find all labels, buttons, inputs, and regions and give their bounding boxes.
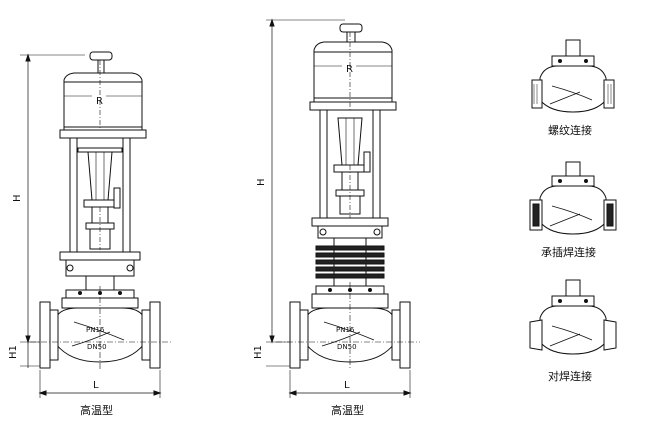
left-dim-h1: H1 <box>8 341 45 367</box>
middle-height-label: H <box>256 178 267 186</box>
butt-weld-connection-caption: 对焊连接 <box>548 369 592 383</box>
left-handwheel <box>89 51 113 61</box>
left-actuator-cover <box>63 72 143 131</box>
middle-pressure-mark: PN16 <box>336 326 355 334</box>
middle-valve: H H1 R <box>253 18 420 417</box>
threaded-connection-detail: 螺纹连接 <box>531 39 615 137</box>
left-dim-h: H <box>12 53 85 368</box>
middle-actuator-cover <box>313 41 393 103</box>
middle-drawing-caption: 高温型 <box>331 403 364 417</box>
middle-cooling-fins <box>315 237 385 287</box>
socket-weld-connection-caption: 承插焊连接 <box>541 245 596 259</box>
middle-actuator-label: R <box>346 64 353 75</box>
left-length-label: L <box>93 380 99 391</box>
butt-weld-connection-detail: 对焊连接 <box>529 279 617 383</box>
middle-dim-l: L <box>288 370 412 398</box>
middle-handwheel <box>339 23 363 33</box>
middle-size-mark: DN50 <box>337 343 357 351</box>
middle-dim-h: H <box>256 18 345 344</box>
left-drawing-caption: 高温型 <box>80 403 113 417</box>
threaded-connection-caption: 螺纹连接 <box>548 123 592 137</box>
socket-weld-connection-detail: 承插焊连接 <box>529 161 617 259</box>
left-actuator-label: R <box>96 96 103 107</box>
middle-dim-h1: H1 <box>253 341 295 367</box>
middle-offset-label: H1 <box>253 345 264 359</box>
left-pressure-mark: PN16 <box>86 326 105 334</box>
left-size-mark: DN50 <box>87 343 107 351</box>
left-valve: H H1 R <box>8 51 172 417</box>
left-offset-label: H1 <box>8 345 19 359</box>
left-dim-l: L <box>38 370 162 398</box>
left-height-label: H <box>12 194 23 202</box>
middle-length-label: L <box>344 380 350 391</box>
